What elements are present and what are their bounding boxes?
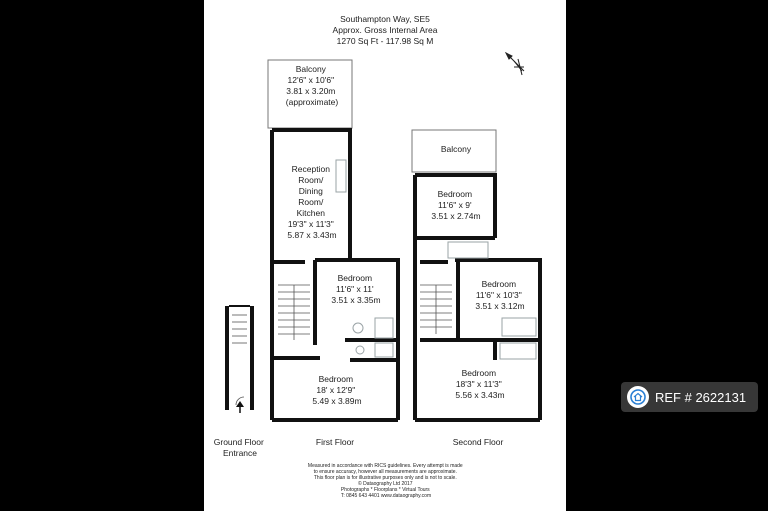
floorplan-sheet [204,0,566,511]
ff-bedroom-upper-label: Bedroom 11'6" x 11' 3.51 x 3.35m [331,273,380,305]
footer-disclaimer: Measured in accordance with RICS guideli… [308,463,464,499]
toilet-fixture [352,322,364,334]
area-value: 1270 Sq Ft - 117.98 Sq M [337,36,434,46]
entrance-arrow-icon [236,401,244,413]
second-floor-label: Second Floor [453,437,504,447]
ground-floor-entrance-plan: Ground Floor Entrance [214,305,266,458]
second-floor-plan: Balcony Bedroom 11'6" x 9' 3.51 x 2.74m … [411,129,542,447]
sf-bedroom-top-label: Bedroom 11'6" x 9' 3.51 x 2.74m [431,189,480,221]
home-pin-icon [627,386,649,408]
ref-badge-text: REF # 2622131 [655,389,747,405]
ff-balcony-label: Balcony 12'6" x 10'6" 3.81 x 3.20m (appr… [286,64,339,107]
second-floor-balcony [411,129,497,173]
area-label: Approx. Gross Internal Area [333,25,438,35]
ref-badge[interactable]: REF # 2622131 [621,382,758,412]
first-floor-plan: Balcony 12'6" x 10'6" 3.81 x 3.20m (appr… [267,59,400,447]
sf-bedroom-bottom-label: Bedroom 18'3" x 11'3" 5.56 x 3.43m [455,368,504,400]
sf-balcony-label: Balcony [441,144,472,154]
address-title: Southampton Way, SE5 [340,14,430,24]
first-floor-label: First Floor [316,437,354,447]
compass-north-icon [504,51,525,76]
ff-bedroom-lower-label: Bedroom 18' x 12'9" 5.49 x 3.89m [312,374,361,406]
ground-floor-label: Ground Floor Entrance [214,437,266,458]
sf-bedroom-mid-label: Bedroom 11'6" x 10'3" 3.51 x 3.12m [475,279,524,311]
ff-reception-label: Reception Room/ Dining Room/ Kitchen 19'… [287,164,336,240]
bath-fixture [374,317,394,339]
